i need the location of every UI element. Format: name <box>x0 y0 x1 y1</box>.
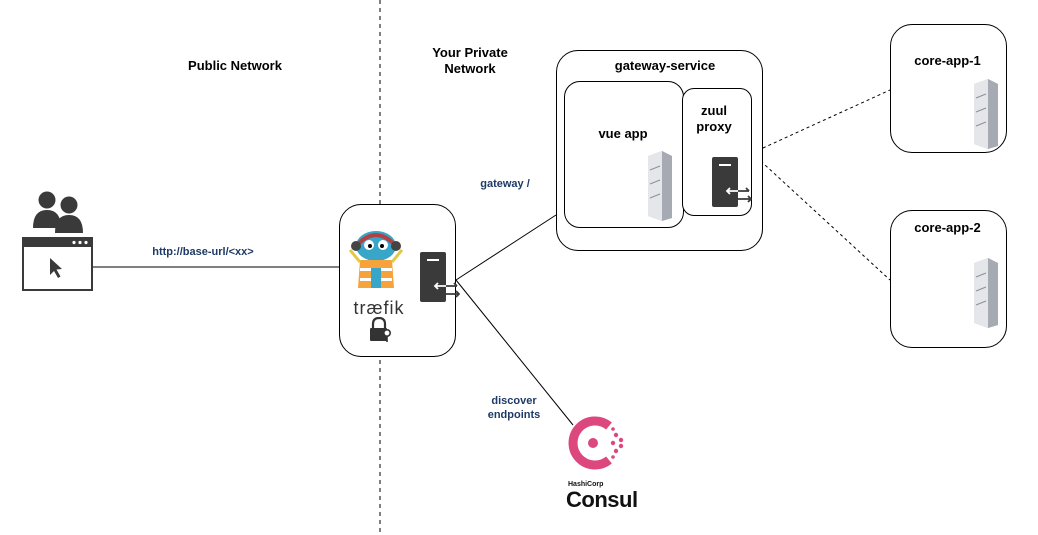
gateway-service-title: gateway-service <box>614 58 716 73</box>
zuul-proxy-node[interactable] <box>682 88 752 216</box>
edge-label-traefik-gateway: gateway / <box>480 178 530 190</box>
edge-zuul-core1 <box>751 89 891 154</box>
traefik-gopher-logo <box>348 231 404 288</box>
edge-traefik-gateway <box>455 214 557 281</box>
consul-logo-icon <box>568 416 624 470</box>
consul-name-label: Consul <box>566 487 638 512</box>
proxy-server-icon <box>420 252 460 302</box>
core-app-1-label: core-app-1 <box>914 53 981 68</box>
edge-label-client-traefik: http://base-url/<xx> <box>152 246 254 258</box>
edge-zuul-core2 <box>751 152 891 281</box>
lock-key-icon <box>370 317 392 342</box>
private-network-label: Your Private Network <box>432 45 508 76</box>
core-app-1-server-icon <box>974 79 998 149</box>
zuul-server-icon <box>712 157 752 207</box>
users-icon <box>33 191 83 233</box>
edge-label-traefik-consul: discover endpoints <box>487 395 541 421</box>
vue-app-label: vue app <box>598 126 648 141</box>
traefik-wordmark: træfik <box>353 298 405 318</box>
edge-traefik-consul <box>455 279 574 426</box>
vue-rack-server-icon <box>648 151 672 221</box>
consul-brand-label: HashiCorp <box>568 481 604 488</box>
browser-window-icon <box>22 237 93 291</box>
public-network-label: Public Network <box>188 58 282 73</box>
client-icon <box>22 191 93 291</box>
zuul-proxy-label: zuul proxy <box>696 103 732 134</box>
core-app-2-server-icon <box>974 258 998 328</box>
core-app-2-label: core-app-2 <box>914 220 981 235</box>
